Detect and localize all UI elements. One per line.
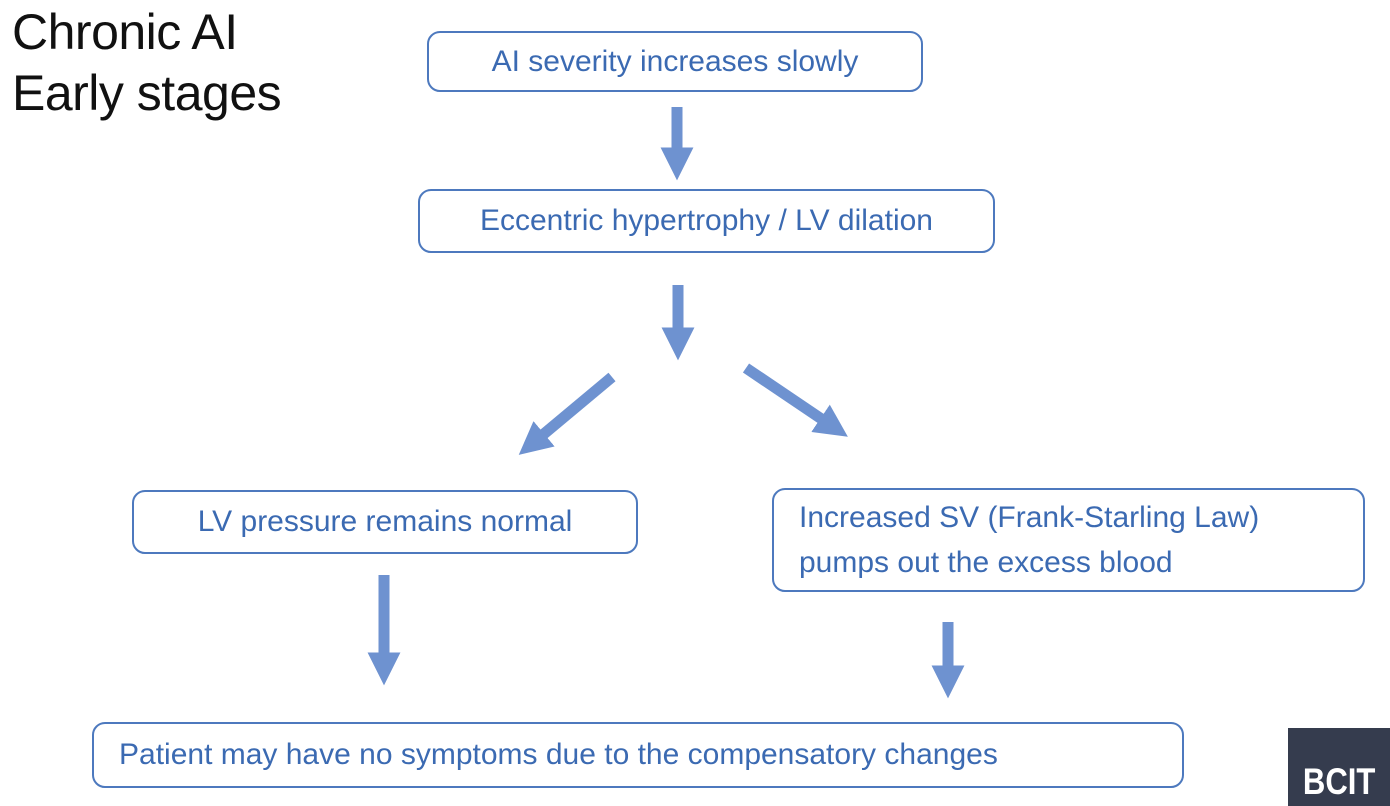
bcit-logo-text: BCIT xyxy=(1302,761,1376,802)
bcit-logo: BCIT xyxy=(1288,728,1390,806)
flow-node-increased-sv: Increased SV (Frank-Starling Law) pumps … xyxy=(772,488,1365,592)
arrow-down-left-icon xyxy=(518,372,616,455)
arrow-down-right-icon xyxy=(742,363,848,437)
page-title: Chronic AI Early stages xyxy=(12,2,282,124)
flow-node-ai-severity: AI severity increases slowly xyxy=(427,31,923,92)
page-title-line1: Chronic AI xyxy=(12,4,238,60)
flow-node-eccentric-hypertrophy: Eccentric hypertrophy / LV dilation xyxy=(418,189,995,253)
page-title-line2: Early stages xyxy=(12,65,282,121)
flow-node-lv-pressure: LV pressure remains normal xyxy=(132,490,638,554)
flow-node-no-symptoms: Patient may have no symptoms due to the … xyxy=(92,722,1184,788)
